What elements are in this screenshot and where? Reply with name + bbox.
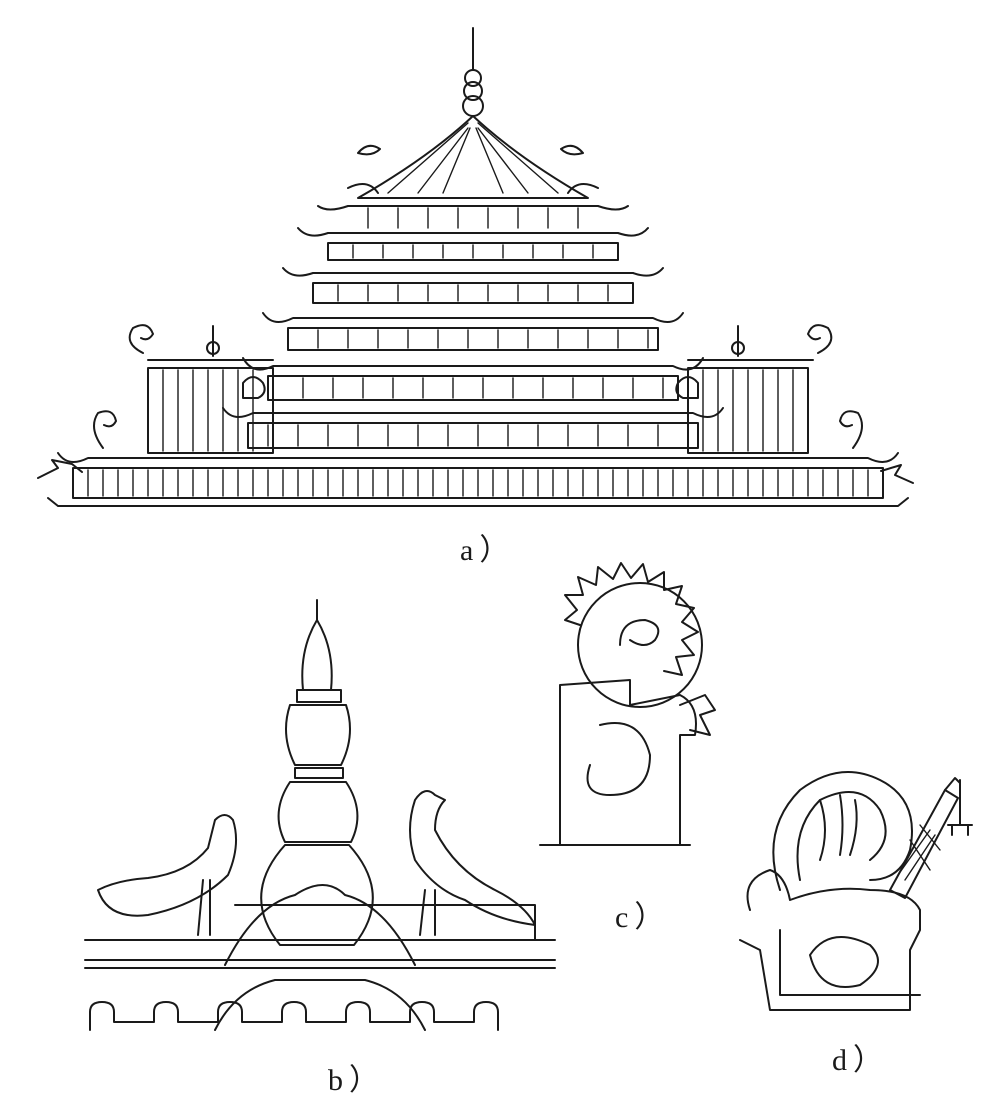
dragon-ornament-drawing-icon <box>539 562 716 846</box>
subfigure-c-label: c） <box>615 901 671 934</box>
subfigure-b-ridge-finial <box>84 590 556 1035</box>
dragon-sword-ornament-drawing-icon <box>739 771 973 1011</box>
subfigure-d-label: d） <box>832 1044 889 1077</box>
pagoda-roof-drawing-icon <box>37 27 914 507</box>
subfigure-d-dragon-sword-ornament <box>730 770 980 1011</box>
subfigure-a-pagoda-roof <box>28 27 928 518</box>
subfigure-b-label: b） <box>328 1064 385 1097</box>
subfigure-a-label: a） <box>460 534 516 567</box>
ridge-finial-phoenix-drawing-icon <box>84 599 556 1031</box>
subfigure-c-dragon-ornament <box>539 562 740 850</box>
